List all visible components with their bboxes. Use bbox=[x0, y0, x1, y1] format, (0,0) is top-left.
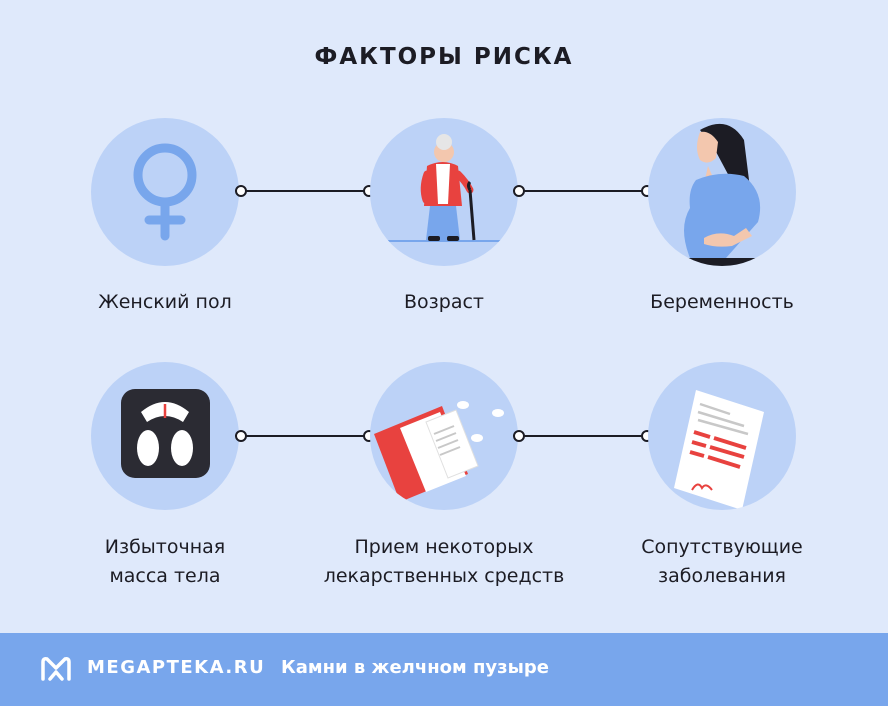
factor-circle-weight bbox=[91, 362, 239, 510]
connector-4-5 bbox=[235, 430, 375, 442]
medical-document-icon bbox=[674, 390, 764, 510]
bathroom-scale-icon bbox=[121, 389, 210, 478]
factor-label-pregnancy: Беременность bbox=[650, 291, 794, 313]
footer-bar: MEGAPTEKA.RU Камни в желчном пузыре bbox=[0, 633, 888, 706]
connector-5-6 bbox=[513, 430, 653, 442]
factor-label-age: Возраст bbox=[404, 291, 484, 313]
female-symbol-icon bbox=[133, 143, 197, 241]
factor-circle-diseases bbox=[648, 362, 796, 510]
factor-circle-medication bbox=[370, 362, 518, 510]
factor-label-weight: Избыточная масса тела bbox=[104, 536, 226, 587]
factor-circle-female bbox=[91, 118, 239, 266]
factor-label-diseases: Сопутствующие заболевания bbox=[641, 536, 803, 587]
elderly-woman-icon bbox=[388, 134, 505, 242]
page-title: ФАКТОРЫ РИСКА bbox=[314, 44, 574, 70]
factor-circle-pregnancy bbox=[648, 118, 796, 266]
connector-2-3 bbox=[513, 185, 653, 197]
pregnant-woman-icon bbox=[684, 123, 761, 266]
medicine-box-icon bbox=[374, 401, 504, 502]
connector-1-2 bbox=[235, 185, 375, 197]
megapteka-logo-icon bbox=[41, 657, 71, 681]
factor-label-medication: Прием некоторых лекарственных средств bbox=[323, 536, 565, 587]
brand-name[interactable]: MEGAPTEKA.RU bbox=[87, 657, 266, 678]
factor-circle-age bbox=[370, 118, 518, 266]
factor-label-female: Женский пол bbox=[98, 291, 232, 313]
article-subtitle: Камни в желчном пузыре bbox=[281, 657, 549, 678]
